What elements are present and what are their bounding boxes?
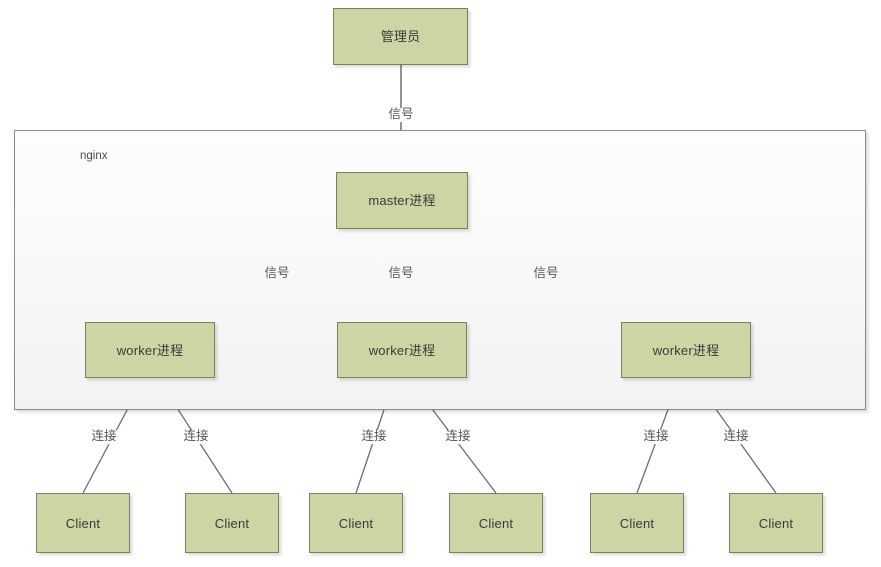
edge-label-client-3-to-worker-2: 连接 <box>359 429 389 444</box>
edge-label-admin-to-master: 信号 <box>386 107 416 122</box>
node-client-1-label: Client <box>65 515 101 531</box>
node-admin-label: 管理员 <box>380 29 421 44</box>
node-worker-process-1-label: worker进程 <box>116 342 184 358</box>
edge-label-master-to-worker-3: 信号 <box>531 266 561 281</box>
edge-label-client-4-to-worker-2: 连接 <box>443 429 473 444</box>
node-worker-process-2-label: worker进程 <box>368 342 436 358</box>
node-worker-process-1[interactable]: worker进程 <box>85 322 215 378</box>
edge-label-client-2-to-worker-1: 连接 <box>181 429 211 444</box>
nginx-container-label: nginx <box>80 150 108 162</box>
node-worker-process-3[interactable]: worker进程 <box>621 322 751 378</box>
node-client-5[interactable]: Client <box>590 493 684 553</box>
node-master-process[interactable]: master进程 <box>336 172 468 229</box>
node-client-6[interactable]: Client <box>729 493 823 553</box>
node-client-2[interactable]: Client <box>185 493 279 553</box>
node-client-4[interactable]: Client <box>449 493 543 553</box>
edge-label-client-1-to-worker-1: 连接 <box>89 429 119 444</box>
edge-label-master-to-worker-1: 信号 <box>262 266 292 281</box>
edge-label-client-5-to-worker-3: 连接 <box>641 429 671 444</box>
node-client-2-label: Client <box>214 515 250 531</box>
edge-label-master-to-worker-2: 信号 <box>386 266 416 281</box>
node-client-1[interactable]: Client <box>36 493 130 553</box>
node-worker-process-3-label: worker进程 <box>652 342 720 358</box>
node-master-process-label: master进程 <box>368 193 436 208</box>
node-worker-process-2[interactable]: worker进程 <box>337 322 467 378</box>
edge-label-client-6-to-worker-3: 连接 <box>721 429 751 444</box>
node-client-6-label: Client <box>758 515 794 531</box>
node-client-3-label: Client <box>338 515 374 531</box>
node-admin[interactable]: 管理员 <box>333 8 468 65</box>
node-client-4-label: Client <box>478 515 514 531</box>
node-client-5-label: Client <box>619 515 655 531</box>
node-client-3[interactable]: Client <box>309 493 403 553</box>
